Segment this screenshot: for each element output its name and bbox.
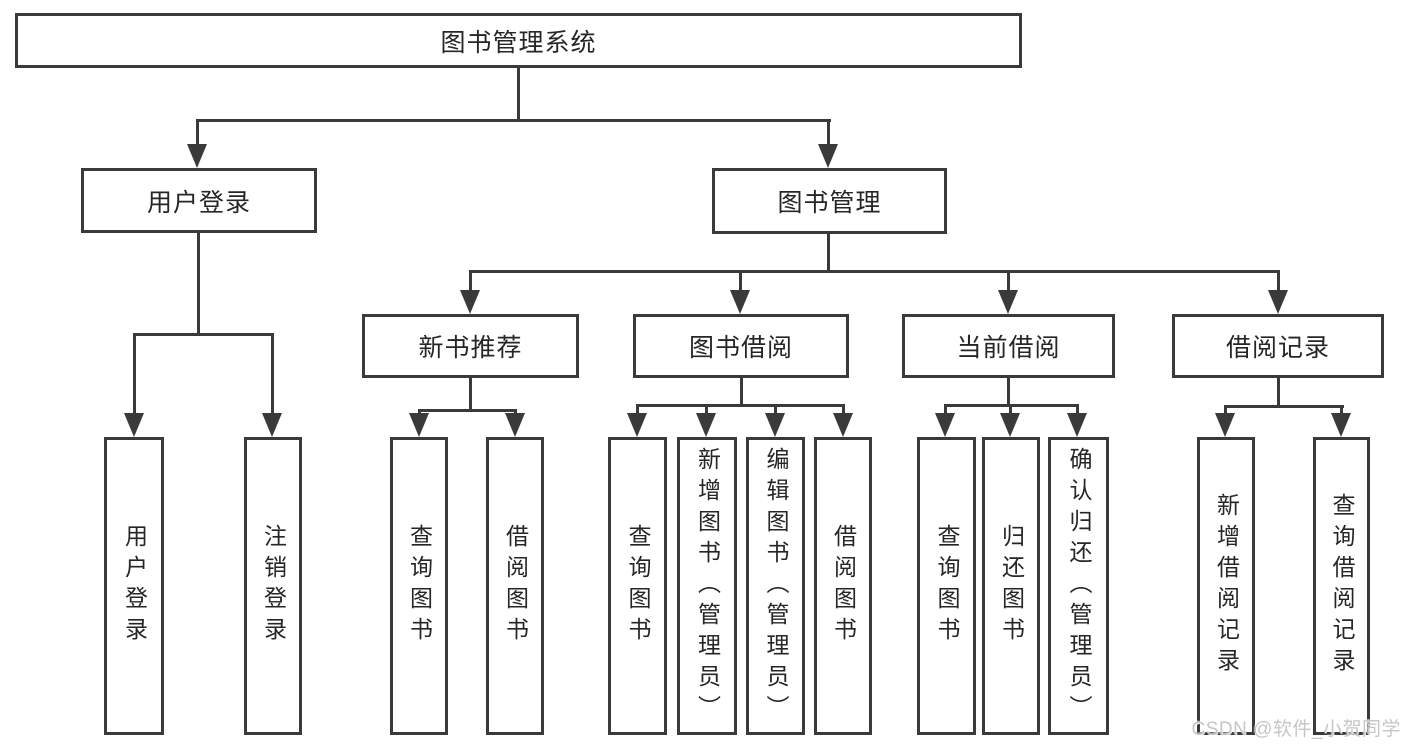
arrowhead-down-icon (998, 290, 1018, 314)
connector-line (842, 404, 845, 415)
node-user-login-label: 用户登录 (146, 188, 251, 217)
leaf-borrow-books-recommend-label: 借阅图书 (502, 524, 529, 648)
leaf-return-books: 归还图书 (982, 437, 1040, 735)
connector-line (133, 333, 136, 414)
arrowhead-down-icon (460, 290, 480, 314)
connector-line (636, 404, 844, 407)
connector-line (1076, 404, 1079, 415)
watermark: CSDN @软件_小贺同学 (1191, 719, 1401, 740)
node-book-management-label: 图书管理 (777, 189, 882, 217)
node-current-borrowing: 当前借阅 (902, 314, 1115, 378)
connector-line (1007, 377, 1010, 407)
leaf-query-books-borrowing-label: 查询图书 (625, 524, 651, 648)
arrowhead-down-icon (505, 413, 525, 437)
node-book-borrowing-label: 图书借阅 (688, 334, 793, 362)
leaf-edit-books-admin-label: 编辑图书（管理员） (763, 446, 789, 726)
leaf-logout: 注销登录 (244, 437, 302, 735)
connector-line (271, 333, 274, 414)
leaf-query-books-recommend: 查询图书 (390, 437, 448, 735)
node-book-management: 图书管理 (712, 168, 947, 234)
connector-line (418, 409, 517, 412)
connector-line (1224, 405, 1344, 408)
leaf-borrow-books-borrowing: 借阅图书 (814, 437, 872, 735)
leaf-query-books-borrowing: 查询图书 (608, 437, 667, 735)
connector-line (196, 119, 831, 122)
connector-line (740, 378, 743, 407)
arrowhead-down-icon (1067, 413, 1087, 437)
leaf-query-books-current: 查询图书 (917, 437, 976, 735)
connector-line (739, 270, 742, 291)
node-new-book-recommend: 新书推荐 (362, 314, 579, 378)
arrowhead-down-icon (1000, 413, 1020, 437)
connector-line (469, 270, 472, 291)
connector-line (469, 270, 1280, 273)
connector-line (196, 119, 199, 145)
connector-line (1007, 270, 1010, 291)
leaf-query-books-recommend-label: 查询图书 (406, 524, 433, 648)
leaf-borrow-books-recommend: 借阅图书 (486, 437, 544, 735)
connector-line (827, 119, 830, 145)
node-new-book-recommend-label: 新书推荐 (418, 334, 523, 362)
arrowhead-down-icon (818, 144, 838, 168)
leaf-add-borrow-record-label: 新增借阅记录 (1213, 493, 1240, 679)
connector-line (1277, 270, 1280, 291)
connector-line (944, 404, 947, 415)
connector-line (133, 333, 274, 336)
arrowhead-down-icon (1331, 413, 1351, 437)
leaf-confirm-return-admin: 确认归还（管理员） (1048, 437, 1109, 735)
connector-line (197, 233, 200, 334)
leaf-user-login: 用户登录 (104, 437, 164, 735)
leaf-return-books-label: 归还图书 (998, 524, 1025, 648)
node-user-login: 用户登录 (81, 168, 317, 233)
node-borrowing-records-label: 借阅记录 (1225, 334, 1330, 362)
node-root: 图书管理系统 (15, 13, 1022, 68)
leaf-confirm-return-admin-label: 确认归还（管理员） (1066, 446, 1092, 726)
leaf-user-login-label: 用户登录 (121, 524, 148, 648)
arrowhead-down-icon (765, 413, 785, 437)
arrowhead-down-icon (627, 413, 647, 437)
connector-line (636, 404, 639, 415)
leaf-add-books-admin-label: 新增图书（管理员） (694, 446, 721, 726)
connector-line (1009, 404, 1012, 415)
leaf-borrow-books-borrowing-label: 借阅图书 (830, 524, 857, 648)
node-root-label: 图书管理系统 (440, 28, 597, 57)
connector-line (1340, 405, 1343, 415)
connector-line (705, 404, 708, 415)
node-book-borrowing: 图书借阅 (633, 314, 849, 378)
leaf-query-borrow-record-label: 查询借阅记录 (1329, 493, 1355, 679)
leaf-add-borrow-record: 新增借阅记录 (1197, 437, 1255, 735)
leaf-query-borrow-record: 查询借阅记录 (1313, 437, 1370, 735)
connector-line (774, 404, 777, 415)
node-borrowing-records: 借阅记录 (1172, 314, 1384, 378)
arrowhead-down-icon (696, 413, 716, 437)
node-current-borrowing-label: 当前借阅 (956, 334, 1061, 362)
connector-line (517, 68, 520, 121)
arrowhead-down-icon (409, 413, 429, 437)
leaf-edit-books-admin: 编辑图书（管理员） (746, 437, 805, 735)
arrowhead-down-icon (124, 413, 144, 437)
connector-line (827, 233, 830, 273)
arrowhead-down-icon (935, 413, 955, 437)
arrowhead-down-icon (1215, 413, 1235, 437)
arrowhead-down-icon (187, 144, 207, 168)
arrowhead-down-icon (730, 290, 750, 314)
arrowhead-down-icon (1268, 290, 1288, 314)
connector-line (1277, 378, 1280, 408)
connector-line (469, 378, 472, 412)
arrowhead-down-icon (833, 413, 853, 437)
arrowhead-down-icon (262, 413, 282, 437)
connector-line (1224, 405, 1227, 415)
leaf-query-books-current-label: 查询图书 (934, 524, 960, 648)
leaf-add-books-admin: 新增图书（管理员） (677, 437, 737, 735)
leaf-logout-label: 注销登录 (260, 524, 287, 648)
